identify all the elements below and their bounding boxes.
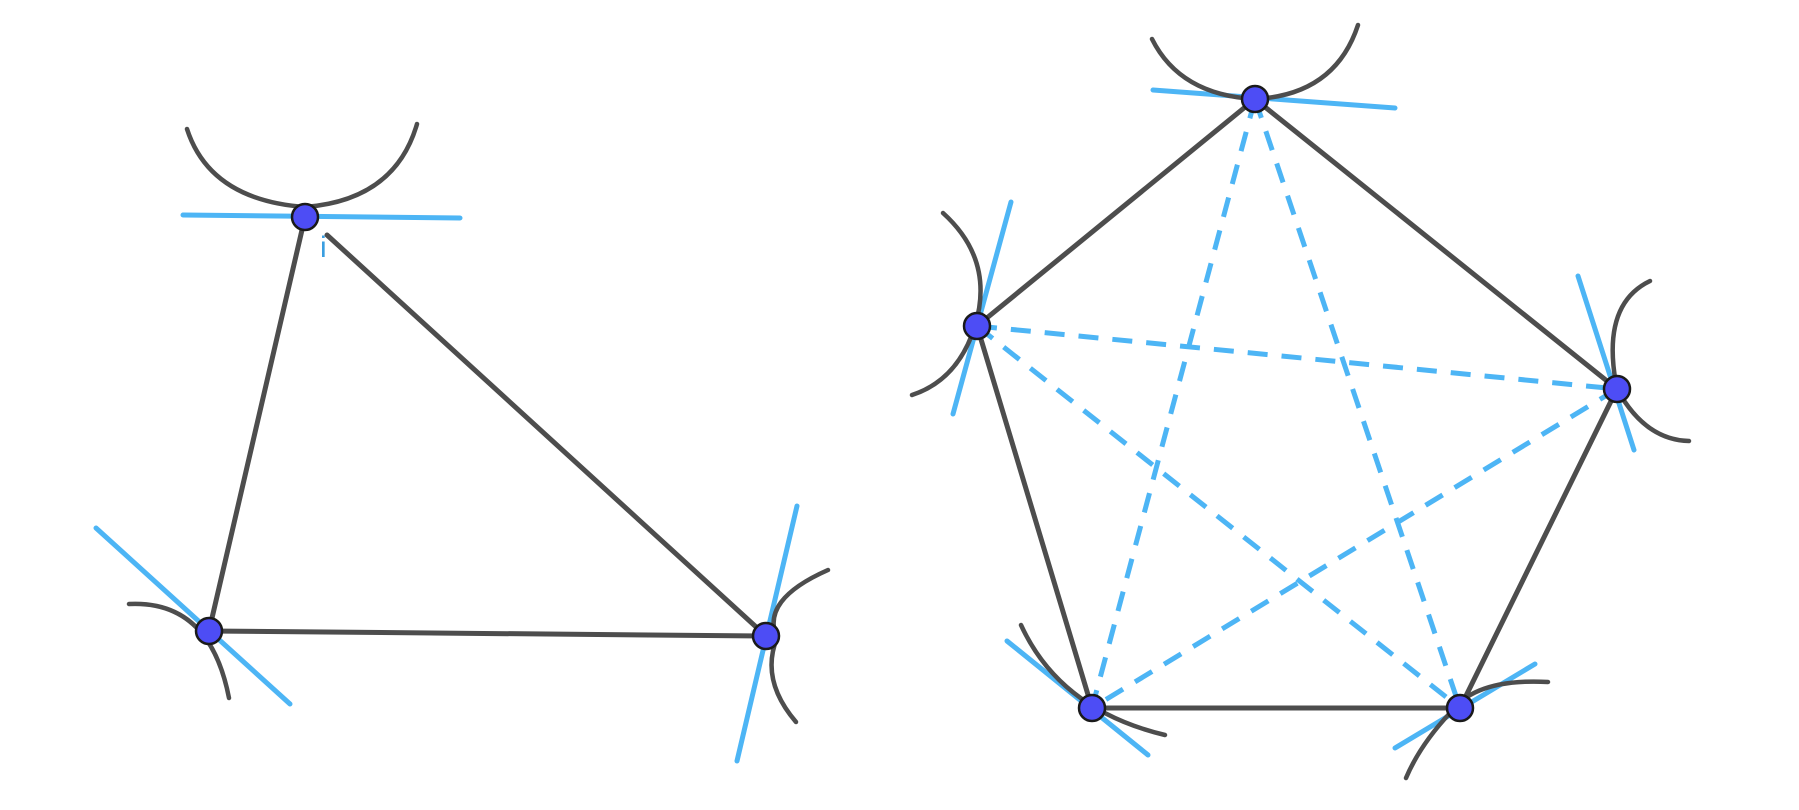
triangle-vertex-top[interactable] bbox=[290, 202, 320, 232]
pentagon-bottom-left-arc bbox=[1018, 622, 1168, 738]
pentagon-diagonal-top-to-bottom-left bbox=[1089, 98, 1258, 709]
pentagon-side-bottom-left-to-left bbox=[974, 323, 1095, 711]
pentagon-vertex-bottom-left[interactable] bbox=[1077, 693, 1107, 723]
triangle-left-arc bbox=[126, 601, 232, 701]
pentagon-vertex-top[interactable] bbox=[1240, 84, 1270, 114]
pentagon-diagonal-left-to-right bbox=[976, 323, 1618, 392]
pentagon-diagonal-top-to-bottom-right bbox=[1252, 98, 1463, 709]
pentagon-side-top-to-right bbox=[1252, 96, 1620, 392]
triangle-top-arc bbox=[184, 121, 420, 210]
pentagon-diagonal-left-to-bottom-right bbox=[975, 324, 1462, 710]
pentagon-side-right-to-bottom-right bbox=[1457, 386, 1620, 711]
triangle-vertex-bottom-left[interactable] bbox=[194, 616, 224, 646]
pentagon-right-tangent-line bbox=[1575, 273, 1637, 453]
triangle-vertex-bottom-right[interactable] bbox=[751, 621, 781, 651]
pentagon-left-tangent-line bbox=[950, 199, 1014, 417]
pentagon-vertex-left[interactable] bbox=[962, 311, 992, 341]
pentagon-vertex-bottom-right[interactable] bbox=[1445, 693, 1475, 723]
pentagon-left-arc bbox=[909, 210, 983, 398]
triangle-top-tangent-line bbox=[180, 212, 463, 221]
triangle-left-tangent-line bbox=[93, 525, 293, 707]
triangle-vertex-label: i bbox=[320, 231, 327, 264]
triangle-figure: i bbox=[93, 121, 831, 764]
triangle-side-right-to-top bbox=[324, 232, 769, 639]
pentagon-side-left-to-top bbox=[974, 96, 1258, 329]
triangle-side-top-to-left bbox=[206, 214, 308, 634]
triangle-right-arc bbox=[769, 567, 831, 725]
pentagon-vertex-right[interactable] bbox=[1602, 374, 1632, 404]
pentagon-diagonal-right-to-bottom-left bbox=[1090, 386, 1619, 711]
pentagon-figure bbox=[909, 22, 1692, 781]
triangle-side-left-to-right bbox=[206, 628, 769, 639]
